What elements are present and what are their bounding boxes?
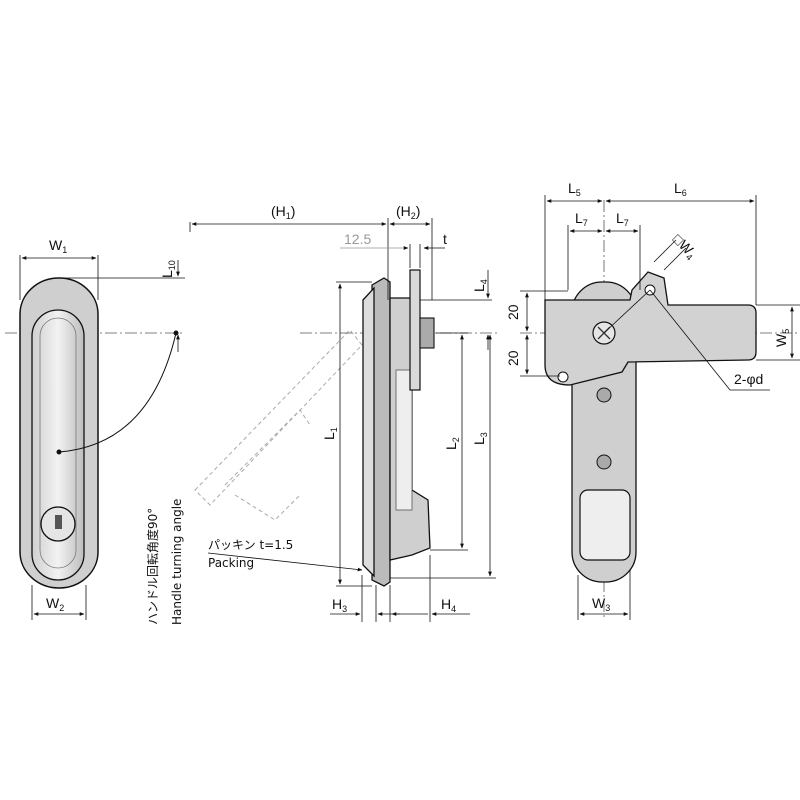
- label-20-bottom: 20: [505, 350, 521, 366]
- label-l6: L6: [674, 180, 687, 198]
- label-hole: 2-φd: [734, 371, 763, 387]
- label-w4: □W4: [668, 231, 700, 263]
- label-20-top: 20: [505, 304, 521, 320]
- label-l2: L2: [443, 437, 461, 450]
- label-l10: L10: [159, 260, 177, 278]
- label-l3: L3: [471, 432, 489, 445]
- label-h4: H4: [441, 596, 456, 614]
- label-t: t: [443, 231, 447, 247]
- front-view: W1 L10 W2 ハンドル回転角度90° Handle turning ang…: [5, 237, 185, 625]
- label-h2: (H2): [396, 203, 420, 221]
- handle-angle-jp: ハンドル回転角度90°: [145, 508, 160, 625]
- label-l5: L5: [568, 180, 581, 198]
- side-flange: [371, 277, 391, 587]
- back-pad: [579, 489, 631, 561]
- label-w1: W1: [49, 237, 67, 255]
- label-h1: (H1): [271, 203, 295, 221]
- label-l1: L1: [321, 427, 339, 440]
- handle-angle-en: Handle turning angle: [170, 499, 184, 625]
- ghost-handle: [194, 329, 363, 521]
- side-view: (H1) (H2) 12.5 t L4 L1 L2 L3 パッキン t=1.5: [189, 203, 500, 622]
- label-h3: H3: [332, 596, 347, 614]
- packing-jp: パッキン t=1.5: [208, 538, 293, 552]
- back-view: L5 L6 L7 L7 □W4 20 20 W5 2-φd W3: [505, 180, 800, 620]
- label-w3: W3: [592, 595, 610, 613]
- turning-arc: [58, 332, 177, 453]
- label-l7-right: L7: [616, 210, 629, 228]
- label-l4: L4: [471, 279, 489, 292]
- packing-en: Packing: [208, 556, 254, 570]
- label-12-5: 12.5: [344, 231, 371, 247]
- label-w5: W5: [773, 329, 791, 347]
- label-l7-left: L7: [575, 210, 588, 228]
- label-w2: W2: [46, 595, 64, 613]
